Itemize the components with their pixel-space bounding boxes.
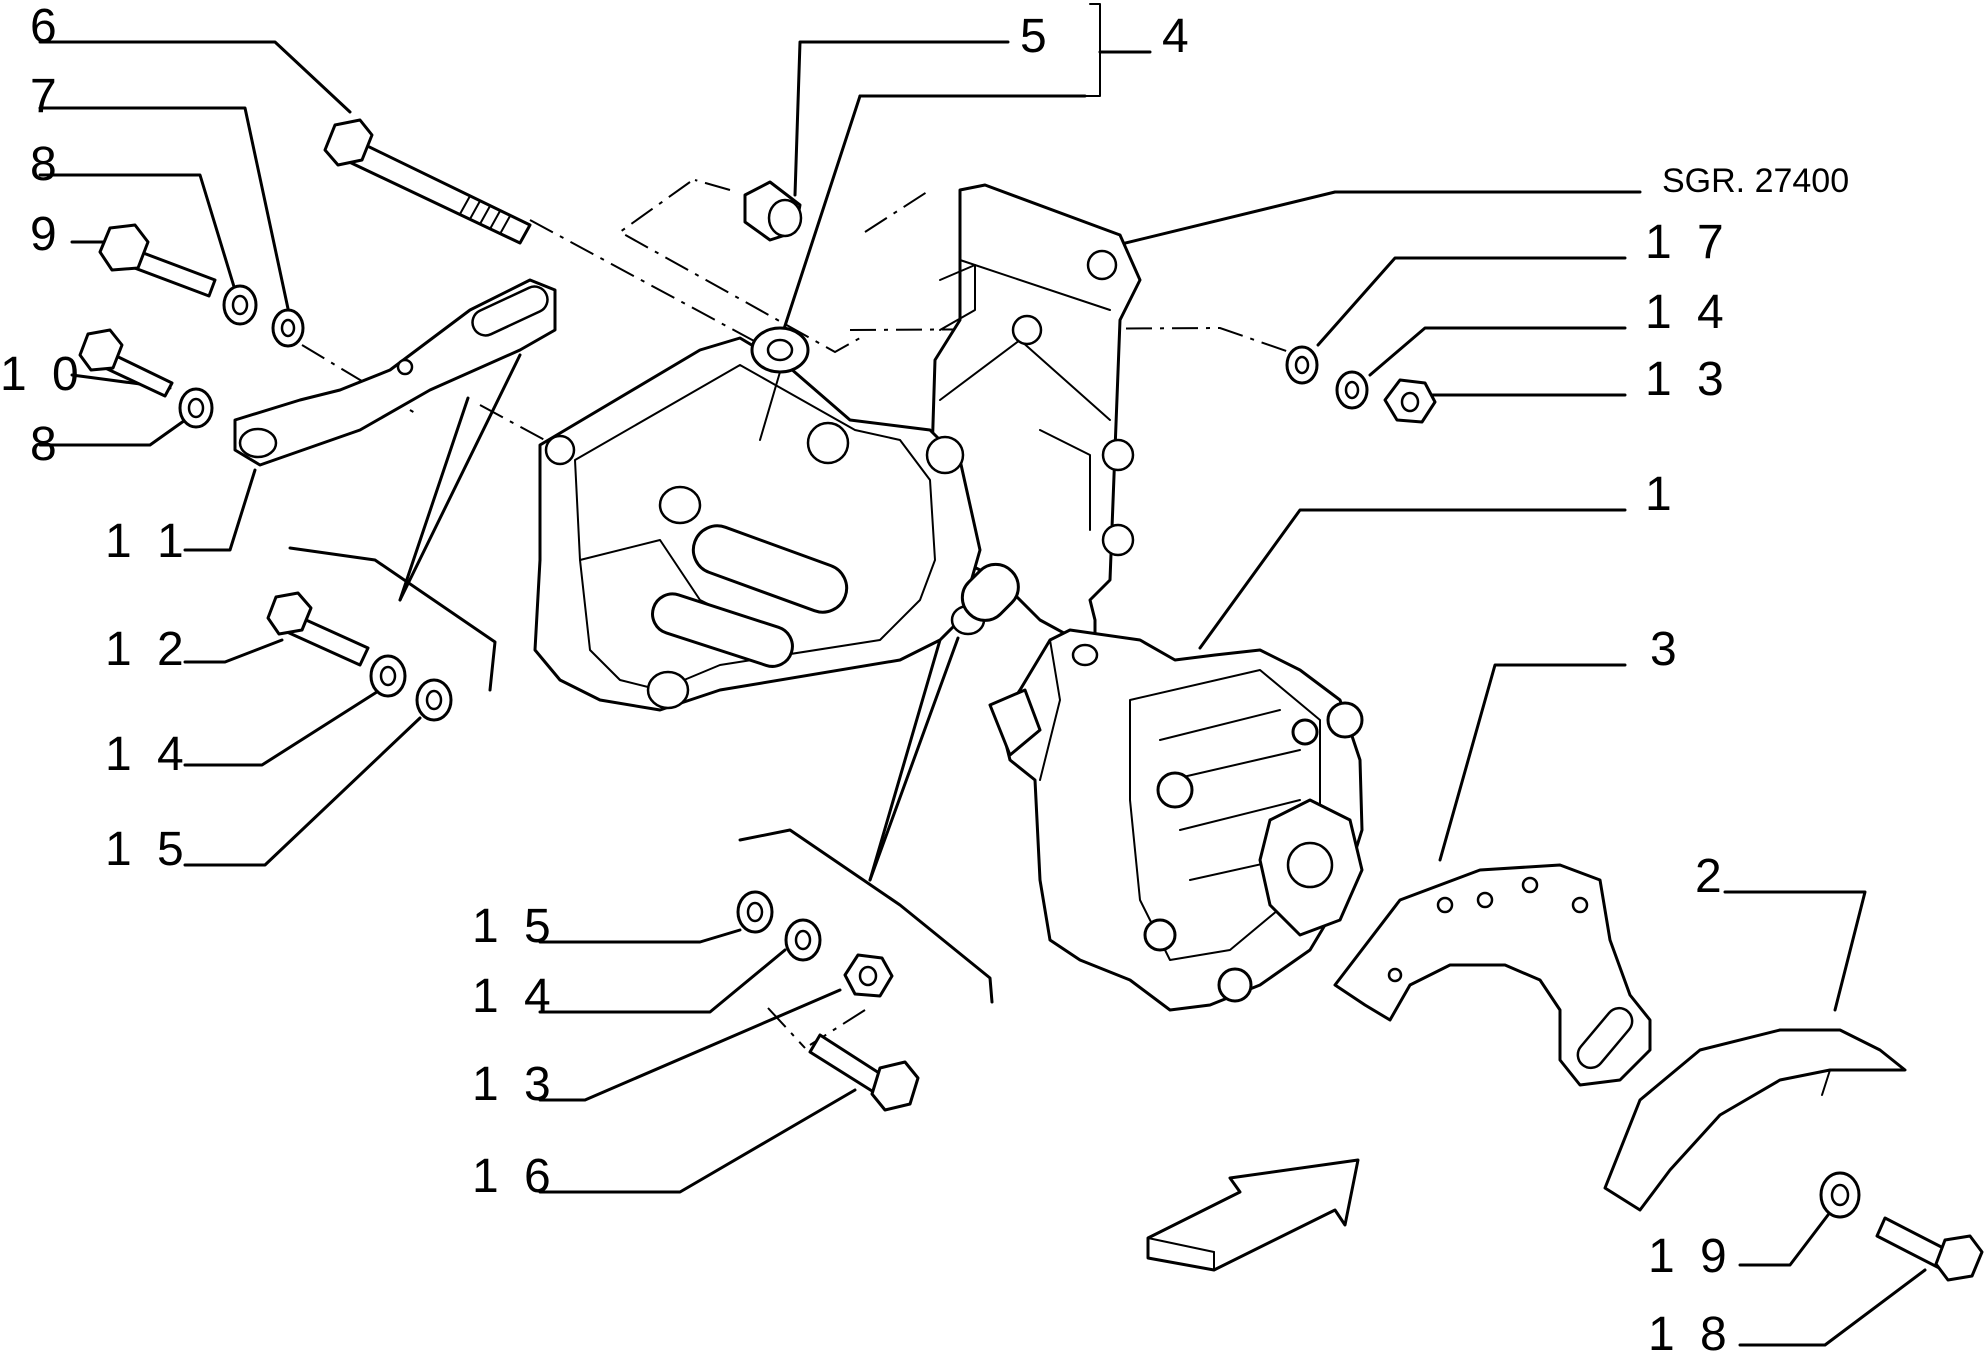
direction-arrow <box>1146 1158 1360 1272</box>
callout-14-left: 1 4 <box>105 728 190 781</box>
callout-14-bottom: 1 4 <box>472 970 557 1023</box>
bolt-10 <box>78 328 174 398</box>
callout-labels: 6 7 8 9 1 0 8 1 1 1 2 1 4 1 5 5 4 SGR. 2… <box>0 0 1849 1354</box>
callout-9: 9 <box>30 208 63 261</box>
callout-13-right: 1 3 <box>1645 353 1730 406</box>
bolt-18 <box>1875 1216 1984 1282</box>
callout-11: 1 1 <box>105 515 190 568</box>
callout-13-bottom: 1 3 <box>472 1058 557 1111</box>
alignment-lines <box>301 179 1299 1049</box>
pulley-shield <box>1333 863 1652 1087</box>
callout-8-top: 8 <box>30 138 63 191</box>
callout-4: 4 <box>1162 10 1195 63</box>
callout-3: 3 <box>1650 623 1683 676</box>
reference-code: SGR. 27400 <box>1662 162 1849 200</box>
callout-12: 1 2 <box>105 623 190 676</box>
callout-19: 1 9 <box>1648 1230 1733 1283</box>
callout-5: 5 <box>1020 10 1053 63</box>
callout-1: 1 <box>1645 468 1678 521</box>
callout-16: 1 6 <box>472 1150 557 1203</box>
callout-6: 6 <box>30 0 63 53</box>
callout-8-bottom: 8 <box>30 418 63 471</box>
engine-mounting-bracket <box>928 183 1142 652</box>
callout-17: 1 7 <box>1645 216 1730 269</box>
callout-7: 7 <box>30 70 63 123</box>
belt-guard <box>1603 1028 1907 1212</box>
callout-15-bottom: 1 5 <box>472 900 557 953</box>
nuts <box>843 378 1437 998</box>
washers <box>178 284 1861 1219</box>
callout-15-left: 1 5 <box>105 823 190 876</box>
power-steering-pump <box>988 628 1364 1012</box>
leader-lines <box>38 3 1927 1347</box>
pump-support-bracket <box>533 326 1020 712</box>
bolt-12 <box>266 591 370 667</box>
tension-arm <box>233 278 557 467</box>
callout-18: 1 8 <box>1648 1308 1733 1354</box>
callout-2: 2 <box>1695 850 1728 903</box>
bolt-16 <box>808 1033 920 1112</box>
callout-10: 1 0 <box>0 348 85 401</box>
callout-14-right: 1 4 <box>1645 286 1730 339</box>
long-bolt <box>323 118 532 245</box>
bushing <box>743 180 803 242</box>
bolt-9 <box>98 223 217 298</box>
